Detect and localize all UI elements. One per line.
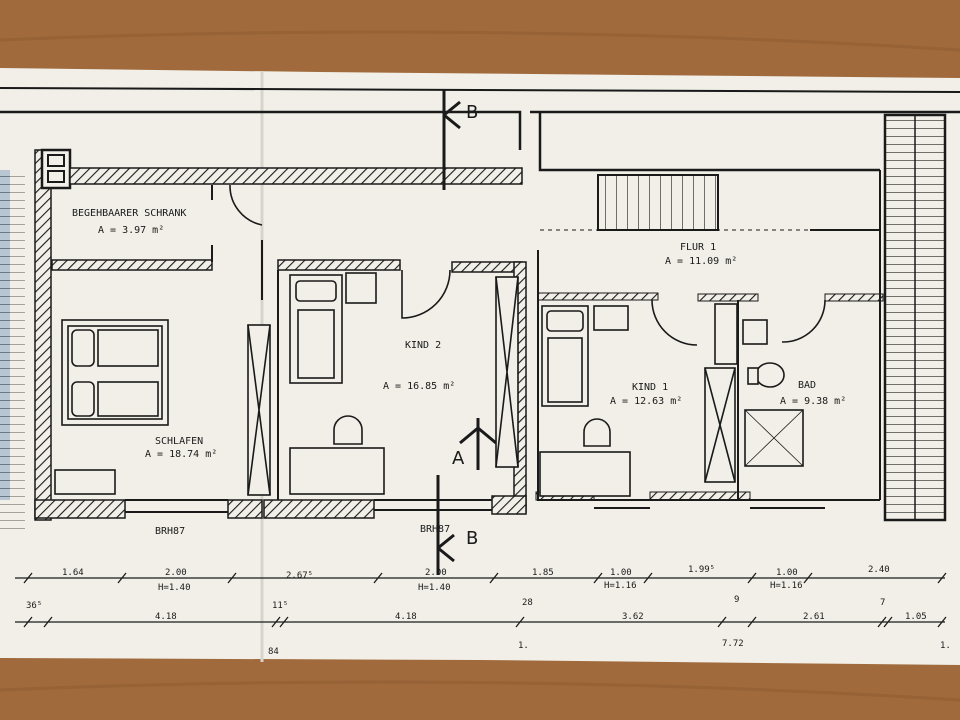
dimension-label: 2.61 bbox=[803, 612, 825, 622]
room-name-bad: BAD bbox=[798, 380, 816, 391]
kid2-desk bbox=[289, 447, 385, 495]
dimension-label: 1. bbox=[518, 641, 529, 651]
room-area-schlafen: A = 18.74 m² bbox=[145, 449, 217, 460]
room-area-kind2: A = 16.85 m² bbox=[383, 381, 455, 392]
dimension-tick bbox=[489, 572, 499, 584]
dimension-label: 2.67⁵ bbox=[286, 571, 313, 581]
dimension-tick bbox=[937, 572, 947, 584]
door-kind2 bbox=[401, 269, 451, 319]
dimension-label: H=1.40 bbox=[158, 583, 191, 593]
doors bbox=[229, 184, 826, 346]
dimension-label: 11⁵ bbox=[272, 601, 288, 611]
dimension-tick bbox=[717, 616, 727, 628]
dimension-label: 3.62 bbox=[622, 612, 644, 622]
room-name-flur1: FLUR 1 bbox=[680, 242, 716, 253]
furniture bbox=[54, 272, 804, 497]
dimension-label: 2.00 bbox=[425, 568, 447, 578]
dimension-tick bbox=[643, 572, 653, 584]
dimension-label: 1.85 bbox=[532, 568, 554, 578]
dimension-label: 7.72 bbox=[722, 639, 744, 649]
dimension-label: 9 bbox=[734, 595, 739, 605]
room-area-schrank: A = 3.97 m² bbox=[98, 225, 164, 236]
dimension-tick bbox=[271, 616, 281, 628]
dimension-tick bbox=[747, 616, 757, 628]
dimension-tick bbox=[937, 616, 947, 628]
kid1-desk bbox=[539, 451, 631, 497]
dimension-tick bbox=[803, 572, 813, 584]
dimension-tick bbox=[877, 616, 887, 628]
dimension-label: 1.99⁵ bbox=[688, 565, 715, 575]
dimension-label: 36⁵ bbox=[26, 601, 42, 611]
dimension-tick bbox=[227, 572, 237, 584]
dimension-tick bbox=[373, 572, 383, 584]
dimension-label: H=1.16 bbox=[604, 581, 637, 591]
dimension-label: 1.00 bbox=[776, 568, 798, 578]
dimension-tick bbox=[279, 616, 289, 628]
toilet bbox=[755, 362, 785, 388]
dimension-label: 1.05 bbox=[905, 612, 927, 622]
dimension-label: 84 bbox=[268, 647, 279, 657]
section-marker-b-bottom: B bbox=[466, 528, 478, 549]
top-outline bbox=[0, 110, 960, 172]
section-lines bbox=[436, 90, 497, 575]
staircase bbox=[597, 174, 719, 231]
dimension-label: 1.00 bbox=[610, 568, 632, 578]
dimension-label: 1.64 bbox=[62, 568, 84, 578]
dimension-label: H=1.16 bbox=[770, 581, 803, 591]
window-label-schlafen: BRH87 bbox=[155, 526, 185, 537]
washbasin bbox=[742, 319, 768, 345]
room-name-schrank: BEGEHBAARER SCHRANK bbox=[72, 208, 186, 219]
door-bad bbox=[781, 299, 826, 343]
dimension-tick bbox=[117, 572, 127, 584]
dimension-label: H=1.40 bbox=[418, 583, 451, 593]
window-label-kind2: BRH87 bbox=[420, 524, 450, 535]
room-area-bad: A = 9.38 m² bbox=[780, 396, 846, 407]
section-marker-b-top: B bbox=[466, 102, 478, 123]
room-name-kind2: KIND 2 bbox=[405, 340, 441, 351]
dimension-tick bbox=[23, 616, 33, 628]
dimension-tick bbox=[515, 616, 525, 628]
dimension-tick bbox=[593, 572, 603, 584]
dimension-lines bbox=[15, 577, 945, 623]
room-area-flur1: A = 11.09 m² bbox=[665, 256, 737, 267]
room-name-kind1: KIND 1 bbox=[632, 382, 668, 393]
dimension-label: 2.40 bbox=[868, 565, 890, 575]
section-marker-a: A bbox=[452, 448, 465, 469]
dimension-label: 4.18 bbox=[155, 612, 177, 622]
dimension-tick bbox=[43, 616, 53, 628]
dimension-label: 7 bbox=[880, 598, 885, 608]
dimension-label: 2.00 bbox=[165, 568, 187, 578]
dimension-tick bbox=[747, 572, 757, 584]
room-area-kind1: A = 12.63 m² bbox=[610, 396, 682, 407]
door-kind1 bbox=[651, 299, 698, 346]
dimension-tick bbox=[883, 616, 893, 628]
door-schrank bbox=[229, 184, 263, 226]
dimension-label: 1. bbox=[940, 641, 951, 651]
dimension-label: 4.18 bbox=[395, 612, 417, 622]
room-name-schlafen: SCHLAFEN bbox=[155, 436, 203, 447]
dimension-label: 28 bbox=[522, 598, 533, 608]
dimension-tick bbox=[23, 572, 33, 584]
